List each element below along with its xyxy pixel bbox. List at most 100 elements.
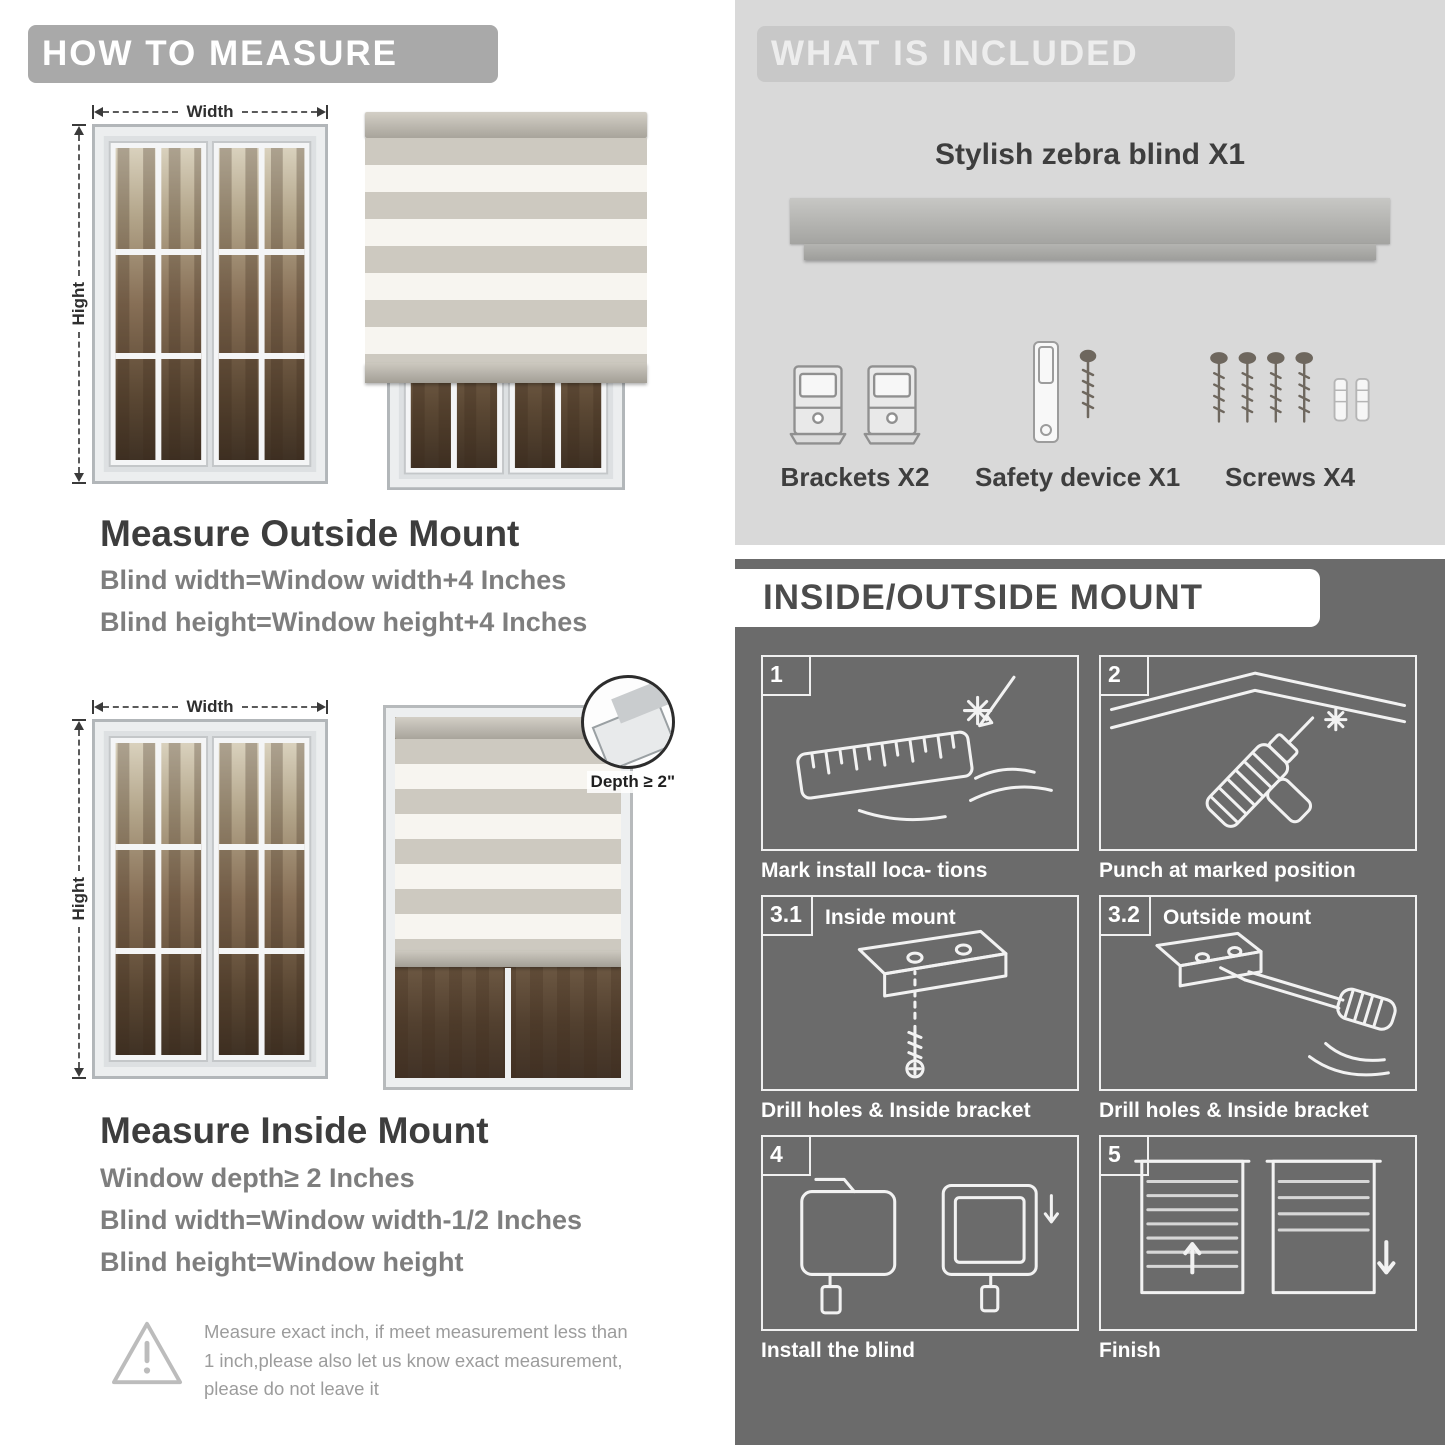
inside-outside-mount-header: INSIDE/OUTSIDE MOUNT <box>735 569 1320 627</box>
zebra-stripes <box>365 138 647 363</box>
finish-art <box>1134 1159 1396 1295</box>
step-caption: Finish <box>1099 1339 1161 1362</box>
window-illustration-inside <box>92 719 328 1079</box>
arrow-dash <box>78 730 80 872</box>
arrow-end-tick <box>92 700 94 714</box>
arrow-left-icon <box>94 107 103 117</box>
step-panel: 1 <box>761 655 1079 851</box>
arrow-end-tick <box>72 719 86 721</box>
warning-icon <box>112 1321 182 1385</box>
zebra-blind-illustration-inside: Depth ≥ 2" <box>383 675 679 1090</box>
bottom-rail <box>365 363 647 383</box>
right-column: WHAT IS INCLUDED Stylish zebra blind X1 <box>723 0 1445 1445</box>
height-arrow-label: Hight <box>69 877 88 921</box>
step-1: 1 Mark install loca- tions <box>761 655 1079 883</box>
step-inner-label: Outside mount <box>1163 906 1312 929</box>
step-caption: Drill holes & Inside bracket <box>761 1099 1031 1122</box>
inside-formula-width: Blind width=Window width-1/2 Inches <box>100 1205 583 1235</box>
install-blind-art <box>800 1177 1059 1315</box>
step-number: 2 <box>1101 657 1149 696</box>
brackets-icons <box>765 325 945 450</box>
height-arrow: Hight <box>66 719 92 1079</box>
inside-outside-mount-title: INSIDE/OUTSIDE MOUNT <box>763 578 1204 617</box>
inside-line-depth: Window depth≥ 2 Inches <box>100 1163 415 1193</box>
arrow-end-tick <box>72 124 86 126</box>
step-panel: 4 <box>761 1135 1079 1331</box>
step-caption: Drill holes & Inside bracket <box>1099 1099 1369 1122</box>
step-number: 4 <box>763 1137 811 1176</box>
window-frame <box>383 705 633 1090</box>
how-to-measure-title: HOW TO MEASURE <box>42 34 398 73</box>
arrow-dash <box>78 926 80 1068</box>
depth-callout <box>581 675 675 769</box>
arrow-end-tick <box>326 700 328 714</box>
step-panel: 5 <box>1099 1135 1417 1331</box>
step-panel: 2 <box>1099 655 1417 851</box>
arrow-down-icon <box>74 1068 84 1077</box>
measured-window-outside: Width Hight <box>66 100 328 484</box>
step-4: 4 Install the blind <box>761 1135 1079 1363</box>
step-panel: 3.1 Inside mount <box>761 895 1079 1091</box>
step-caption: Punch at marked position <box>1099 859 1356 882</box>
screws-item: Screws X4 <box>1200 325 1380 493</box>
step-panel: 3.2 Outside mount <box>1099 895 1417 1091</box>
safety-device-item: Safety device X1 <box>975 325 1180 493</box>
width-arrow: Width <box>92 100 328 124</box>
arrow-right-icon <box>317 107 326 117</box>
headrail <box>395 717 621 739</box>
zebra-stripes <box>395 739 621 951</box>
bottom-rail <box>395 951 621 967</box>
outside-formula-width: Blind width=Window width+4 Inches <box>100 565 567 595</box>
arrow-end-tick <box>92 105 94 119</box>
window-illustration-outside <box>92 124 328 484</box>
step-number: 5 <box>1101 1137 1149 1176</box>
screws-label: Screws X4 <box>1224 462 1356 492</box>
arrow-dash <box>103 706 179 708</box>
inside-bracket-art <box>857 929 1008 1079</box>
bracket-icon <box>863 365 921 445</box>
step-caption: Mark install loca- tions <box>761 859 988 882</box>
brackets-label: Brackets X2 <box>780 462 930 492</box>
outside-bracket-art <box>1155 931 1397 1077</box>
step-number: 3.1 <box>763 897 813 936</box>
measure-inside-title: Measure Inside Mount <box>100 1110 489 1151</box>
arrow-right-icon <box>317 702 326 712</box>
product-title: Stylish zebra blind X1 <box>934 138 1246 171</box>
measure-outside-title: Measure Outside Mount <box>100 513 520 554</box>
width-arrow: Width <box>92 695 328 719</box>
outside-formula-height: Blind height=Window height+4 Inches <box>100 607 588 637</box>
warning-text: Measure exact inch, if meet measurement … <box>204 1321 628 1400</box>
safety-device-icons <box>975 325 1155 450</box>
step-2: 2 Punch at marked position <box>1099 655 1417 883</box>
what-is-included-header: WHAT IS INCLUDED <box>757 26 1235 82</box>
height-arrow-label: Hight <box>69 282 88 326</box>
measured-window-inside: Width Hight <box>66 695 328 1079</box>
screws-icons <box>1200 325 1380 450</box>
arrow-dash <box>241 706 317 708</box>
screws-icon <box>1210 352 1370 423</box>
arrow-dash <box>241 111 317 113</box>
arrow-up-icon <box>74 721 84 730</box>
headrail-top <box>790 198 1390 244</box>
zebra-shade <box>365 112 647 383</box>
arrow-dash <box>103 111 179 113</box>
window-opening <box>395 717 621 1078</box>
step-3-1: 3.1 Inside mount Drill holes & Inside br… <box>761 895 1079 1123</box>
step-inner-label: Inside mount <box>825 906 956 929</box>
bracket-icon <box>789 365 847 445</box>
depth-callout-label: Depth ≥ 2" <box>586 771 679 793</box>
how-to-measure-section: HOW TO MEASURE Width Hight <box>28 25 679 1400</box>
arrow-end-tick <box>72 1077 86 1079</box>
what-is-included-section: WHAT IS INCLUDED Stylish zebra blind X1 <box>735 0 1445 545</box>
headrail-illustration <box>790 198 1390 260</box>
arrow-dash <box>78 331 80 473</box>
step-5: 5 Finish <box>1099 1135 1417 1363</box>
brackets-item: Brackets X2 <box>765 325 945 493</box>
safety-device-icon <box>1033 341 1097 443</box>
width-arrow-label: Width <box>186 102 234 121</box>
mark-location-art <box>796 675 1053 822</box>
inside-formula-height: Blind height=Window height <box>100 1247 464 1277</box>
step-number: 1 <box>763 657 811 696</box>
arrow-down-icon <box>74 473 84 482</box>
